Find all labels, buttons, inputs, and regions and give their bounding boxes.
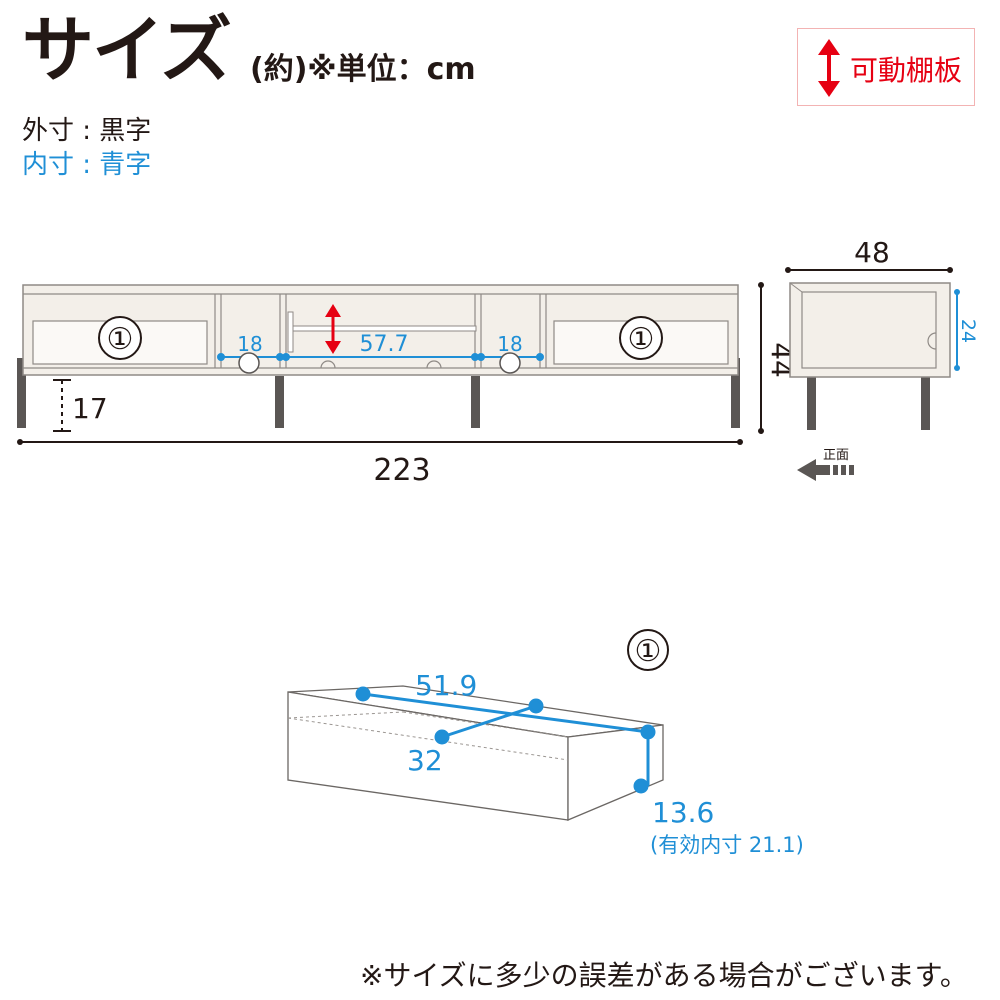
drawer-marker-left-icon [98, 316, 142, 360]
drawer-effective-note: (有効内寸 21.1) [650, 833, 804, 857]
drawer-detail-marker: ① [635, 634, 662, 669]
inner-center-width: 57.7 [360, 332, 409, 357]
drawer-marker-left: ① [107, 322, 134, 357]
up-down-arrow-icon [818, 39, 840, 97]
legend-outer: 外寸 : 黒字 [22, 116, 152, 146]
side-depth: 48 [854, 236, 890, 269]
drawer-inner-height: 13.6 [652, 796, 714, 829]
drawer-detail: ① 51.9 32 13.6 (有効内寸 21.1) [287, 629, 804, 857]
page-title: サイズ [22, 8, 232, 92]
movable-shelf-badge: 可動棚板 [797, 28, 975, 106]
front-direction-arrow-icon [797, 459, 854, 481]
side-inner-height: 24 [957, 319, 979, 343]
drawer-marker-right: ① [628, 322, 655, 357]
inner-left-width: 18 [237, 332, 262, 356]
drawer-inner-depth: 32 [407, 744, 443, 777]
footnote: ※サイズに多少の誤差がある場合がございます。 [360, 959, 968, 992]
inner-right-width: 18 [497, 332, 522, 356]
leg [731, 358, 740, 428]
leg [17, 358, 26, 428]
leg [275, 376, 284, 428]
total-width: 223 [373, 453, 430, 488]
front-label: 正面 [823, 448, 849, 463]
leg [921, 376, 930, 430]
badge-label: 可動棚板 [850, 54, 963, 87]
movable-shelf-arrow-icon [325, 304, 341, 354]
drawer-inner-width: 51.9 [415, 669, 477, 702]
unit-note: (約)※単位：cm [250, 52, 476, 87]
drawer-detail-marker-icon [627, 629, 669, 671]
side-view: 48 24 正面 [785, 236, 979, 481]
cable-grommet-icon [238, 352, 260, 374]
leg-height: 17 [72, 392, 108, 425]
leg [807, 376, 816, 430]
drawer-marker-right-icon [619, 316, 663, 360]
cable-grommet-icon [499, 352, 521, 374]
movable-shelf [289, 325, 477, 332]
legend-inner: 内寸 : 青字 [22, 150, 152, 180]
front-view: ① ① 18 57.7 18 17 44 223 [17, 282, 798, 488]
leg [471, 376, 480, 428]
